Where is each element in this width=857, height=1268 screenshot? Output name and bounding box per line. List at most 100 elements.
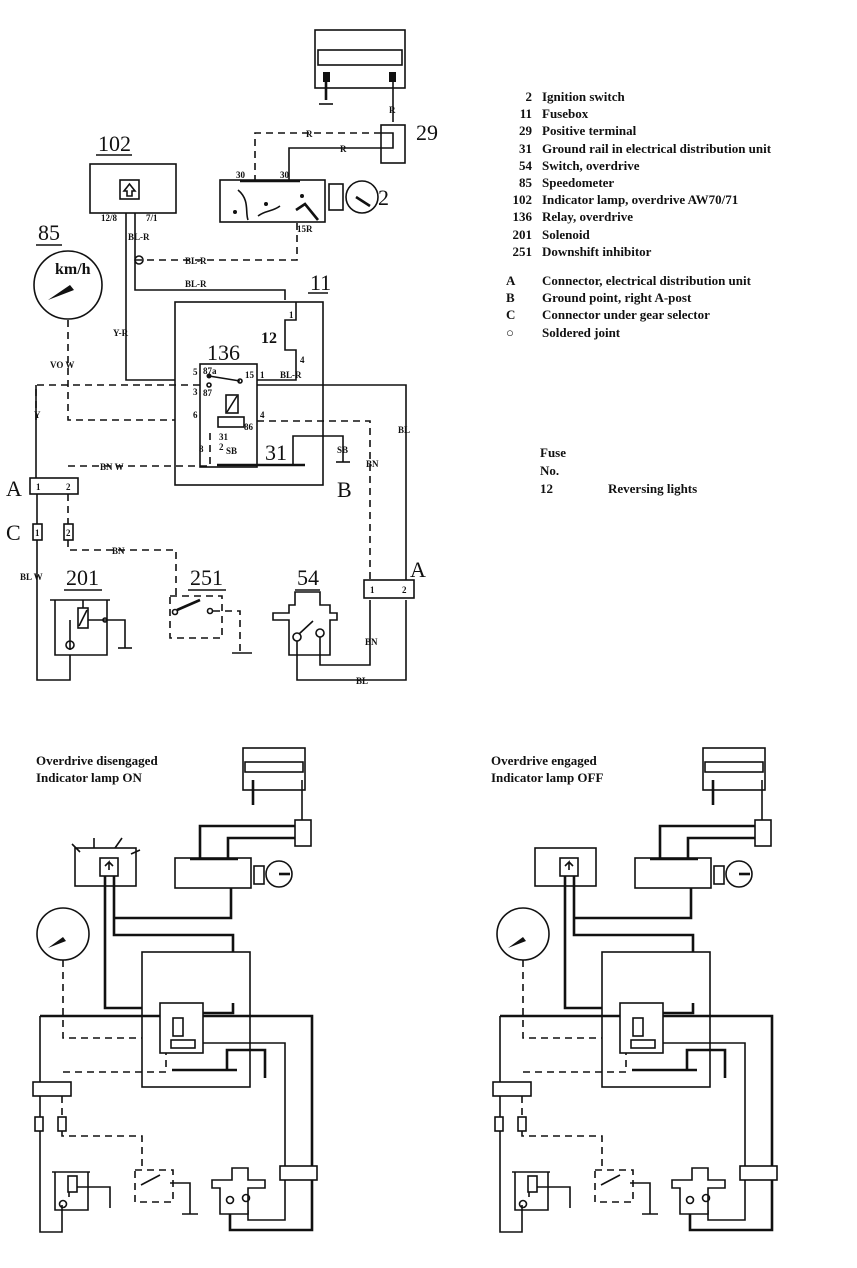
svg-text:6: 6	[193, 410, 198, 420]
point-label-c: C	[6, 520, 21, 545]
component-number-54: 54	[297, 565, 319, 590]
state-diagram-disengaged	[31, 746, 319, 1234]
connector-a-left	[29, 477, 79, 495]
svg-text:30: 30	[280, 170, 290, 180]
fuse-table: Fuse No. 12 Reversing lights	[540, 444, 697, 498]
solenoid-201: 201	[50, 565, 132, 656]
component-number-102: 102	[98, 131, 131, 156]
svg-text:31: 31	[219, 432, 229, 442]
wire-label-r: R	[389, 105, 396, 115]
svg-text:15: 15	[245, 370, 255, 380]
downshift-inhibitor-251: 251	[169, 565, 252, 654]
soldered-joint	[134, 255, 144, 265]
battery	[314, 29, 406, 122]
svg-text:1: 1	[260, 370, 265, 380]
component-number-2: 2	[378, 185, 389, 210]
svg-text:BL W: BL W	[20, 572, 43, 582]
svg-text:BN: BN	[366, 459, 379, 469]
ignition-switch: 30 30 2 15R	[219, 170, 389, 234]
svg-text:8: 8	[199, 444, 204, 454]
indicator-lamp-102: 102 12/8 7/1	[89, 131, 177, 223]
svg-text:BL: BL	[356, 676, 368, 686]
svg-text:BL-R: BL-R	[185, 279, 207, 289]
component-number-136: 136	[207, 340, 240, 365]
fuse-row: 12 Reversing lights	[540, 481, 698, 496]
svg-text:87: 87	[203, 388, 213, 398]
wire-label-r: R	[340, 144, 347, 154]
component-number-85: 85	[38, 220, 60, 245]
fuse-header: No.	[540, 463, 560, 478]
svg-text:5: 5	[193, 367, 198, 377]
legend-item: ○Soldered joint	[506, 324, 621, 340]
svg-text:3: 3	[193, 387, 198, 397]
svg-text:Y: Y	[34, 410, 41, 420]
svg-text:BL-R: BL-R	[280, 370, 302, 380]
up-arrow-icon	[104, 860, 114, 870]
svg-text:2: 2	[66, 482, 71, 492]
svg-text:SB: SB	[226, 446, 237, 456]
component-number-29: 29	[416, 120, 438, 145]
connector-a-right	[363, 579, 415, 599]
speedometer-85: 85 km/h	[33, 220, 103, 320]
svg-text:4: 4	[260, 410, 265, 420]
component-number-201: 201	[66, 565, 99, 590]
svg-text:BN: BN	[365, 637, 378, 647]
svg-text:87a: 87a	[203, 366, 217, 376]
svg-text:BL-R: BL-R	[128, 232, 150, 242]
svg-text:BN W: BN W	[100, 462, 124, 472]
main-schematic: R 29 R R 30 30 2 15R 102	[6, 29, 438, 686]
svg-text:km/h: km/h	[55, 261, 91, 278]
point-label-a: A	[6, 476, 22, 501]
svg-text:2: 2	[402, 585, 407, 595]
svg-text:BN: BN	[112, 546, 125, 556]
ignition-key-icon	[345, 180, 379, 214]
component-number-12: 12	[261, 330, 277, 347]
component-number-31: 31	[265, 440, 287, 465]
fuse-header: Fuse	[540, 445, 566, 460]
svg-text:1: 1	[289, 310, 294, 320]
svg-text:BL: BL	[398, 425, 410, 435]
point-label-a: A	[410, 557, 426, 582]
lamp-glow-rays-icon	[71, 837, 141, 855]
wire-label-r: R	[306, 129, 313, 139]
svg-text:1: 1	[36, 482, 41, 492]
svg-text:4: 4	[300, 355, 305, 365]
svg-text:VO W: VO W	[50, 360, 74, 370]
svg-text:30: 30	[236, 170, 246, 180]
svg-text:1: 1	[370, 585, 375, 595]
needle-icon	[48, 285, 74, 300]
up-arrow-icon	[564, 860, 574, 870]
caption-engaged: Overdrive engaged Indicator lamp OFF	[491, 753, 604, 785]
component-number-11: 11	[310, 270, 331, 295]
svg-text:15R: 15R	[297, 224, 313, 234]
svg-text:Y-R: Y-R	[113, 328, 129, 338]
svg-text:86: 86	[244, 422, 254, 432]
point-label-b: B	[337, 477, 352, 502]
overdrive-switch-54: 54 BN BL	[272, 565, 407, 686]
state-diagram-engaged	[491, 746, 779, 1234]
svg-text:2: 2	[66, 528, 71, 538]
svg-text:BL-R: BL-R	[185, 256, 207, 266]
svg-text:2: 2	[219, 442, 224, 452]
svg-text:12/8: 12/8	[101, 213, 118, 223]
caption-disengaged: Overdrive disengaged Indicator lamp ON	[36, 753, 158, 785]
svg-text:1: 1	[35, 528, 40, 538]
svg-text:7/1: 7/1	[146, 213, 158, 223]
svg-text:SB: SB	[337, 445, 348, 455]
up-arrow-icon	[122, 182, 137, 197]
